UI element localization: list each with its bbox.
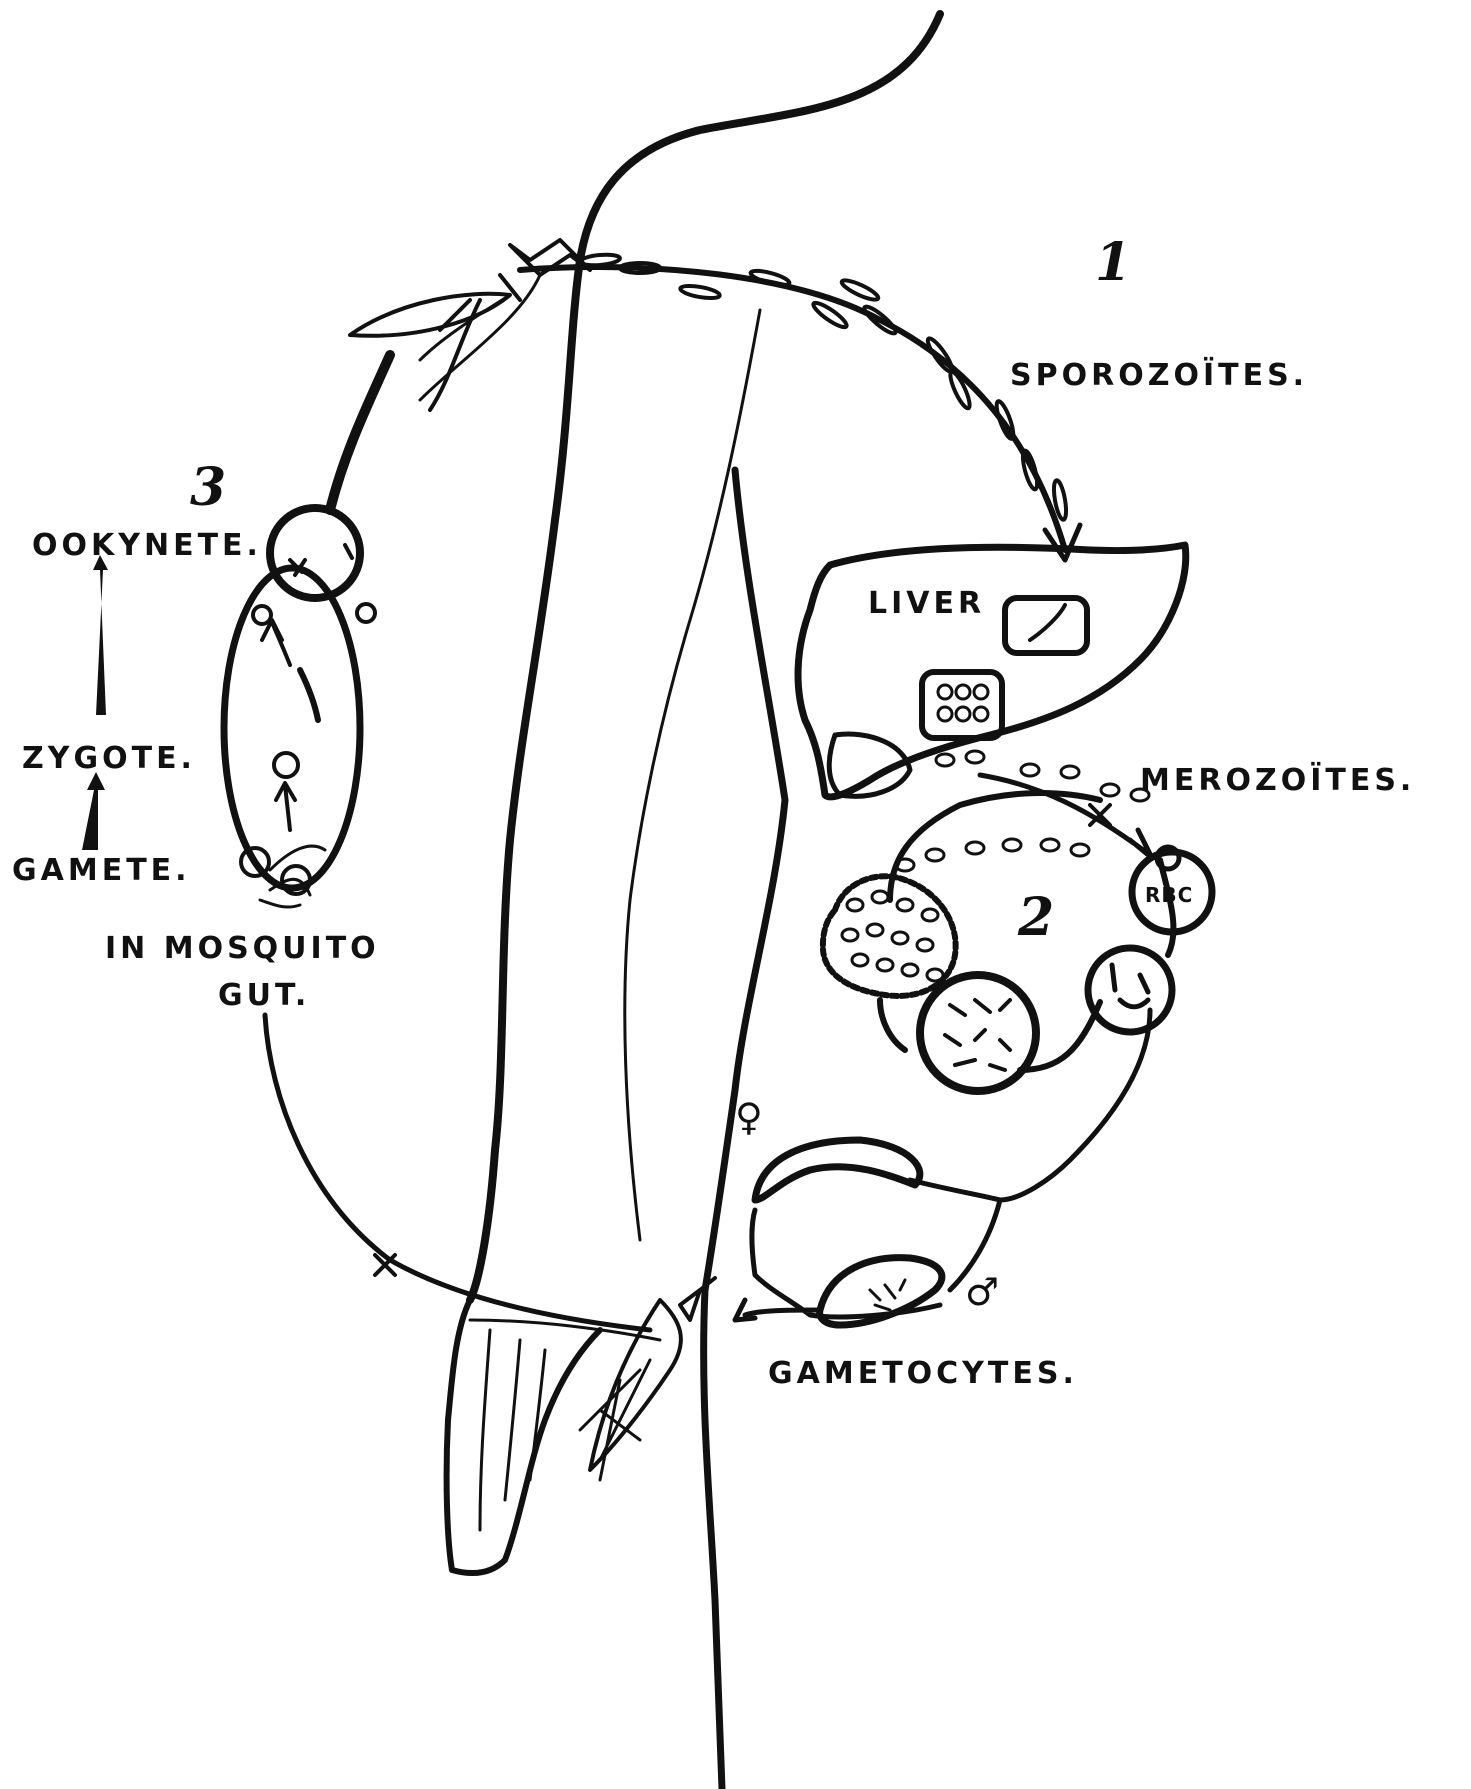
arrow-gamete-to-zygote <box>82 772 105 850</box>
female-symbol: ♀ <box>735 1095 763 1139</box>
sporozoite-in-liver-cell <box>1030 605 1065 640</box>
arm-outline <box>447 14 940 1789</box>
step-2-number: 2 <box>1017 887 1054 948</box>
merozoite <box>1061 766 1079 778</box>
male-gametocyte-chromatin <box>870 1280 905 1310</box>
schizont-merozoite <box>922 909 938 921</box>
trophozoite-chromatin <box>945 1000 1010 1070</box>
liver-schizont <box>922 672 1002 738</box>
gut-small-cell-1 <box>253 606 271 624</box>
mosquito-wing-top <box>350 294 510 336</box>
ring-stage-cell <box>1088 948 1172 1032</box>
ookinete-cell <box>270 508 360 598</box>
merozoite <box>936 754 954 766</box>
ring-stage-parasite <box>1112 965 1148 1007</box>
sporozoite <box>840 277 880 303</box>
arrow-zygote-to-ookinete <box>93 555 108 715</box>
zygote-cell <box>274 753 298 777</box>
liver-merozoite <box>974 707 988 721</box>
merozoites-label: MEROZOÏTES. <box>1140 762 1415 798</box>
hand-outline <box>447 1300 600 1573</box>
sporozoite <box>679 284 720 301</box>
schizont-merozoite <box>852 954 868 966</box>
merozoite-stream <box>896 751 1149 871</box>
schizont-merozoite <box>927 969 943 981</box>
merozoite <box>966 751 984 763</box>
zygote-label: ZYGOTE. <box>22 741 196 776</box>
schizont-merozoite <box>917 939 933 951</box>
step-1-number: 1 <box>1095 232 1131 293</box>
schizont-merozoite <box>902 964 918 976</box>
merozoite-arrow-to-rbc <box>980 775 1152 858</box>
trophozoite-cell <box>920 975 1036 1091</box>
liver-merozoite <box>938 685 952 699</box>
liver-merozoite <box>956 707 970 721</box>
ookinete-nuclei <box>290 545 352 575</box>
cycle-arc-bottom-left <box>265 1015 650 1330</box>
merozoite <box>1071 844 1089 856</box>
gut-ookinete-worm <box>300 670 318 720</box>
schizont-merozoite <box>877 959 893 971</box>
merozoite <box>1021 764 1039 776</box>
schizont-merozoite <box>842 929 858 941</box>
schizont-merozoite <box>847 899 863 911</box>
mosquito-gut-label-line2: GUT. <box>218 978 310 1013</box>
liver-merozoite <box>956 685 970 699</box>
gut-arrow-to-ookinete <box>262 620 290 665</box>
cycle-arc-top-left <box>330 355 390 510</box>
gametocytes-label: GAMETOCYTES. <box>768 1356 1078 1391</box>
gut-arrow-to-zygote <box>276 783 295 830</box>
sporozoite-arc <box>330 267 1080 560</box>
schizont-merozoite <box>897 899 913 911</box>
merozoite <box>966 842 984 854</box>
ookynete-label: OOKYNETE. <box>32 528 262 563</box>
liver-label: LIVER <box>868 586 985 621</box>
merozoite <box>1041 839 1059 851</box>
sporozoites-label: SPOROZOÏTES. <box>1010 357 1308 393</box>
gut-small-cell-2 <box>357 604 375 622</box>
schizont-merozoite <box>867 924 883 936</box>
liver-merozoite <box>974 685 988 699</box>
stage-arrows <box>82 555 108 850</box>
forearm-lower-contour <box>704 1290 722 1789</box>
merozoite <box>1003 839 1021 851</box>
female-gametocyte <box>755 1140 920 1200</box>
cycle-arc-top <box>520 267 1065 550</box>
schizont-merozoite <box>872 891 888 903</box>
liver-schizont-merozoites <box>938 685 988 721</box>
mosquito-bottom-illustration <box>580 1278 715 1480</box>
gametocytes <box>735 1010 1150 1325</box>
sporozoite <box>749 268 790 288</box>
mosquito-gut-cycle <box>224 508 650 1330</box>
mosquito-gut-label-line1: IN MOSQUITO <box>105 931 380 966</box>
arm-outer-contour <box>470 14 940 1300</box>
liver-merozoite <box>938 707 952 721</box>
gamete-label: GAMETE. <box>12 853 191 888</box>
merozoite <box>926 849 944 861</box>
liver-organ <box>798 545 1186 797</box>
step-3-number: 3 <box>190 457 226 518</box>
schizont-merozoite <box>892 932 908 944</box>
merozoite <box>1101 784 1119 796</box>
male-symbol: ♂ <box>965 1270 999 1314</box>
rbc-label: RBC <box>1145 883 1193 907</box>
gut-ellipse <box>224 568 360 888</box>
schizont-merozoites <box>842 891 943 981</box>
mosquito-head-bottom <box>680 1278 715 1320</box>
